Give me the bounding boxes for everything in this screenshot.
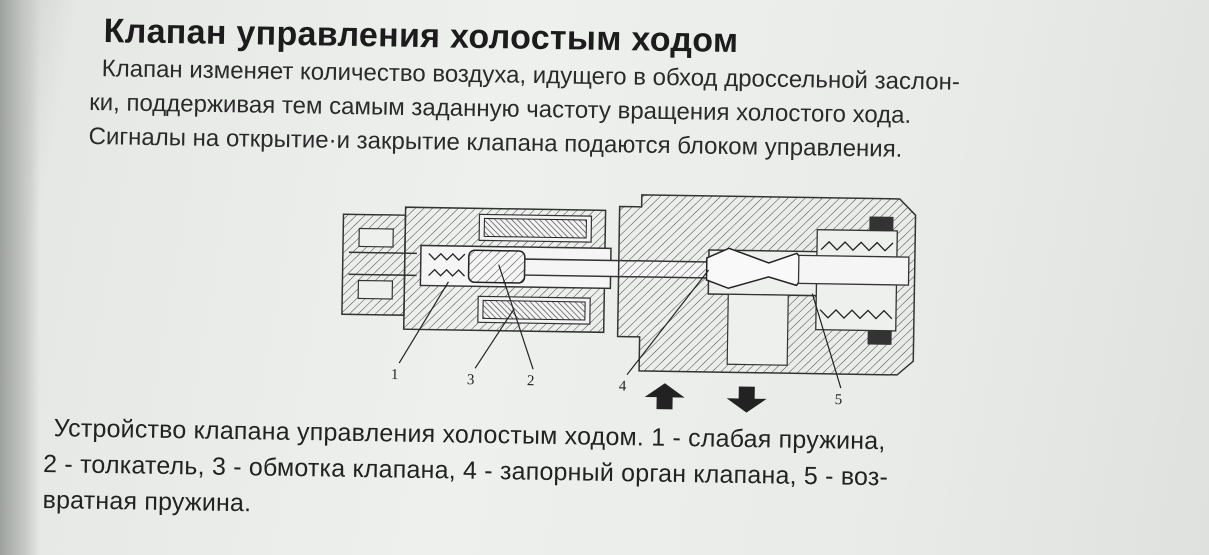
arrow-down-icon <box>726 386 767 413</box>
diagram-label-5: 5 <box>835 392 843 408</box>
intro-paragraph: Клапан изменяет количество воздуха, идущ… <box>88 52 1199 171</box>
valve-diagram: 1 3 2 4 5 <box>326 182 929 416</box>
caption-item-5-end: вратная пружина. <box>42 485 252 518</box>
caption-item-1: 1 - слабая пружина, <box>651 423 886 456</box>
diagram-label-4: 4 <box>619 379 627 395</box>
caption-item-2: 2 - толкатель, <box>42 449 206 481</box>
solenoid-body <box>402 206 612 334</box>
diagram-label-1: 1 <box>391 367 399 383</box>
diagram-label-3: 3 <box>467 372 475 388</box>
arrow-up-icon <box>644 383 685 410</box>
figure-caption: Устройство клапана управления холостым х… <box>42 410 1194 536</box>
diagram-label-2: 2 <box>527 373 535 389</box>
caption-item-5-start: 5 - воз- <box>803 461 889 492</box>
page-shadow-edge <box>0 0 40 555</box>
valve-housing <box>616 194 917 376</box>
caption-item-4: 4 - запорный орган клапана, <box>462 456 797 490</box>
connector-housing <box>341 213 417 316</box>
caption-title: Устройство клапана управления холостым х… <box>53 414 645 452</box>
caption-item-3: 3 - обмотка клапана, <box>211 452 457 485</box>
